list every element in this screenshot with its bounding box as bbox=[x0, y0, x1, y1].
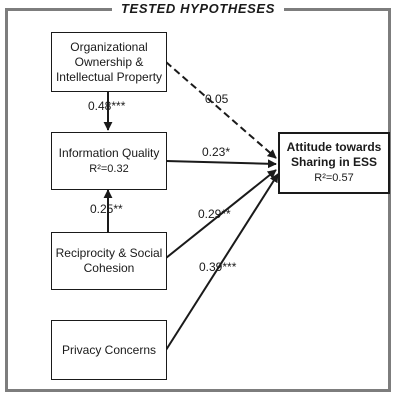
node-reciprocity: Reciprocity & Social Cohesion bbox=[51, 232, 167, 290]
diagram-title: TESTED HYPOTHESES bbox=[121, 1, 275, 16]
coef-ownership-to-info-quality: 0.48*** bbox=[88, 99, 126, 113]
title-background bbox=[112, 0, 284, 18]
node-info-quality-label: Information Quality bbox=[58, 145, 160, 160]
node-privacy-concerns: Privacy Concerns bbox=[51, 320, 167, 380]
coef-info-quality-to-attitude: 0.23* bbox=[202, 145, 231, 159]
node-attitude-towards-sharing: Attitude towards Sharing in ESS R²=0.57 bbox=[278, 132, 390, 194]
coef-privacy-to-attitude: 0.39*** bbox=[199, 260, 237, 274]
node-reciprocity-label: Reciprocity & Social Cohesion bbox=[55, 246, 163, 275]
arrow-reciprocity-to-attitude bbox=[165, 169, 277, 259]
arrow-privacy-to-attitude bbox=[165, 173, 279, 351]
node-attitude-r2: R²=0.57 bbox=[314, 172, 354, 184]
node-organizational-ownership: Organizational Ownership & Intellectual … bbox=[51, 32, 167, 92]
node-ownership-label: Organizational Ownership & Intellectual … bbox=[55, 39, 163, 84]
node-information-quality: Information Quality R²=0.32 bbox=[51, 132, 167, 190]
arrow-info-quality-to-attitude bbox=[165, 159, 277, 169]
node-privacy-label: Privacy Concerns bbox=[61, 342, 157, 357]
coef-ownership-to-attitude: 0.05 bbox=[205, 92, 229, 106]
node-attitude-label: Attitude towards Sharing in ESS bbox=[286, 140, 382, 169]
node-info-quality-r2: R²=0.32 bbox=[89, 162, 129, 175]
coef-reciprocity-to-info-quality: 0.25** bbox=[90, 202, 123, 216]
coef-reciprocity-to-attitude: 0.29** bbox=[198, 207, 231, 221]
arrow-ownership-to-attitude bbox=[165, 61, 277, 159]
